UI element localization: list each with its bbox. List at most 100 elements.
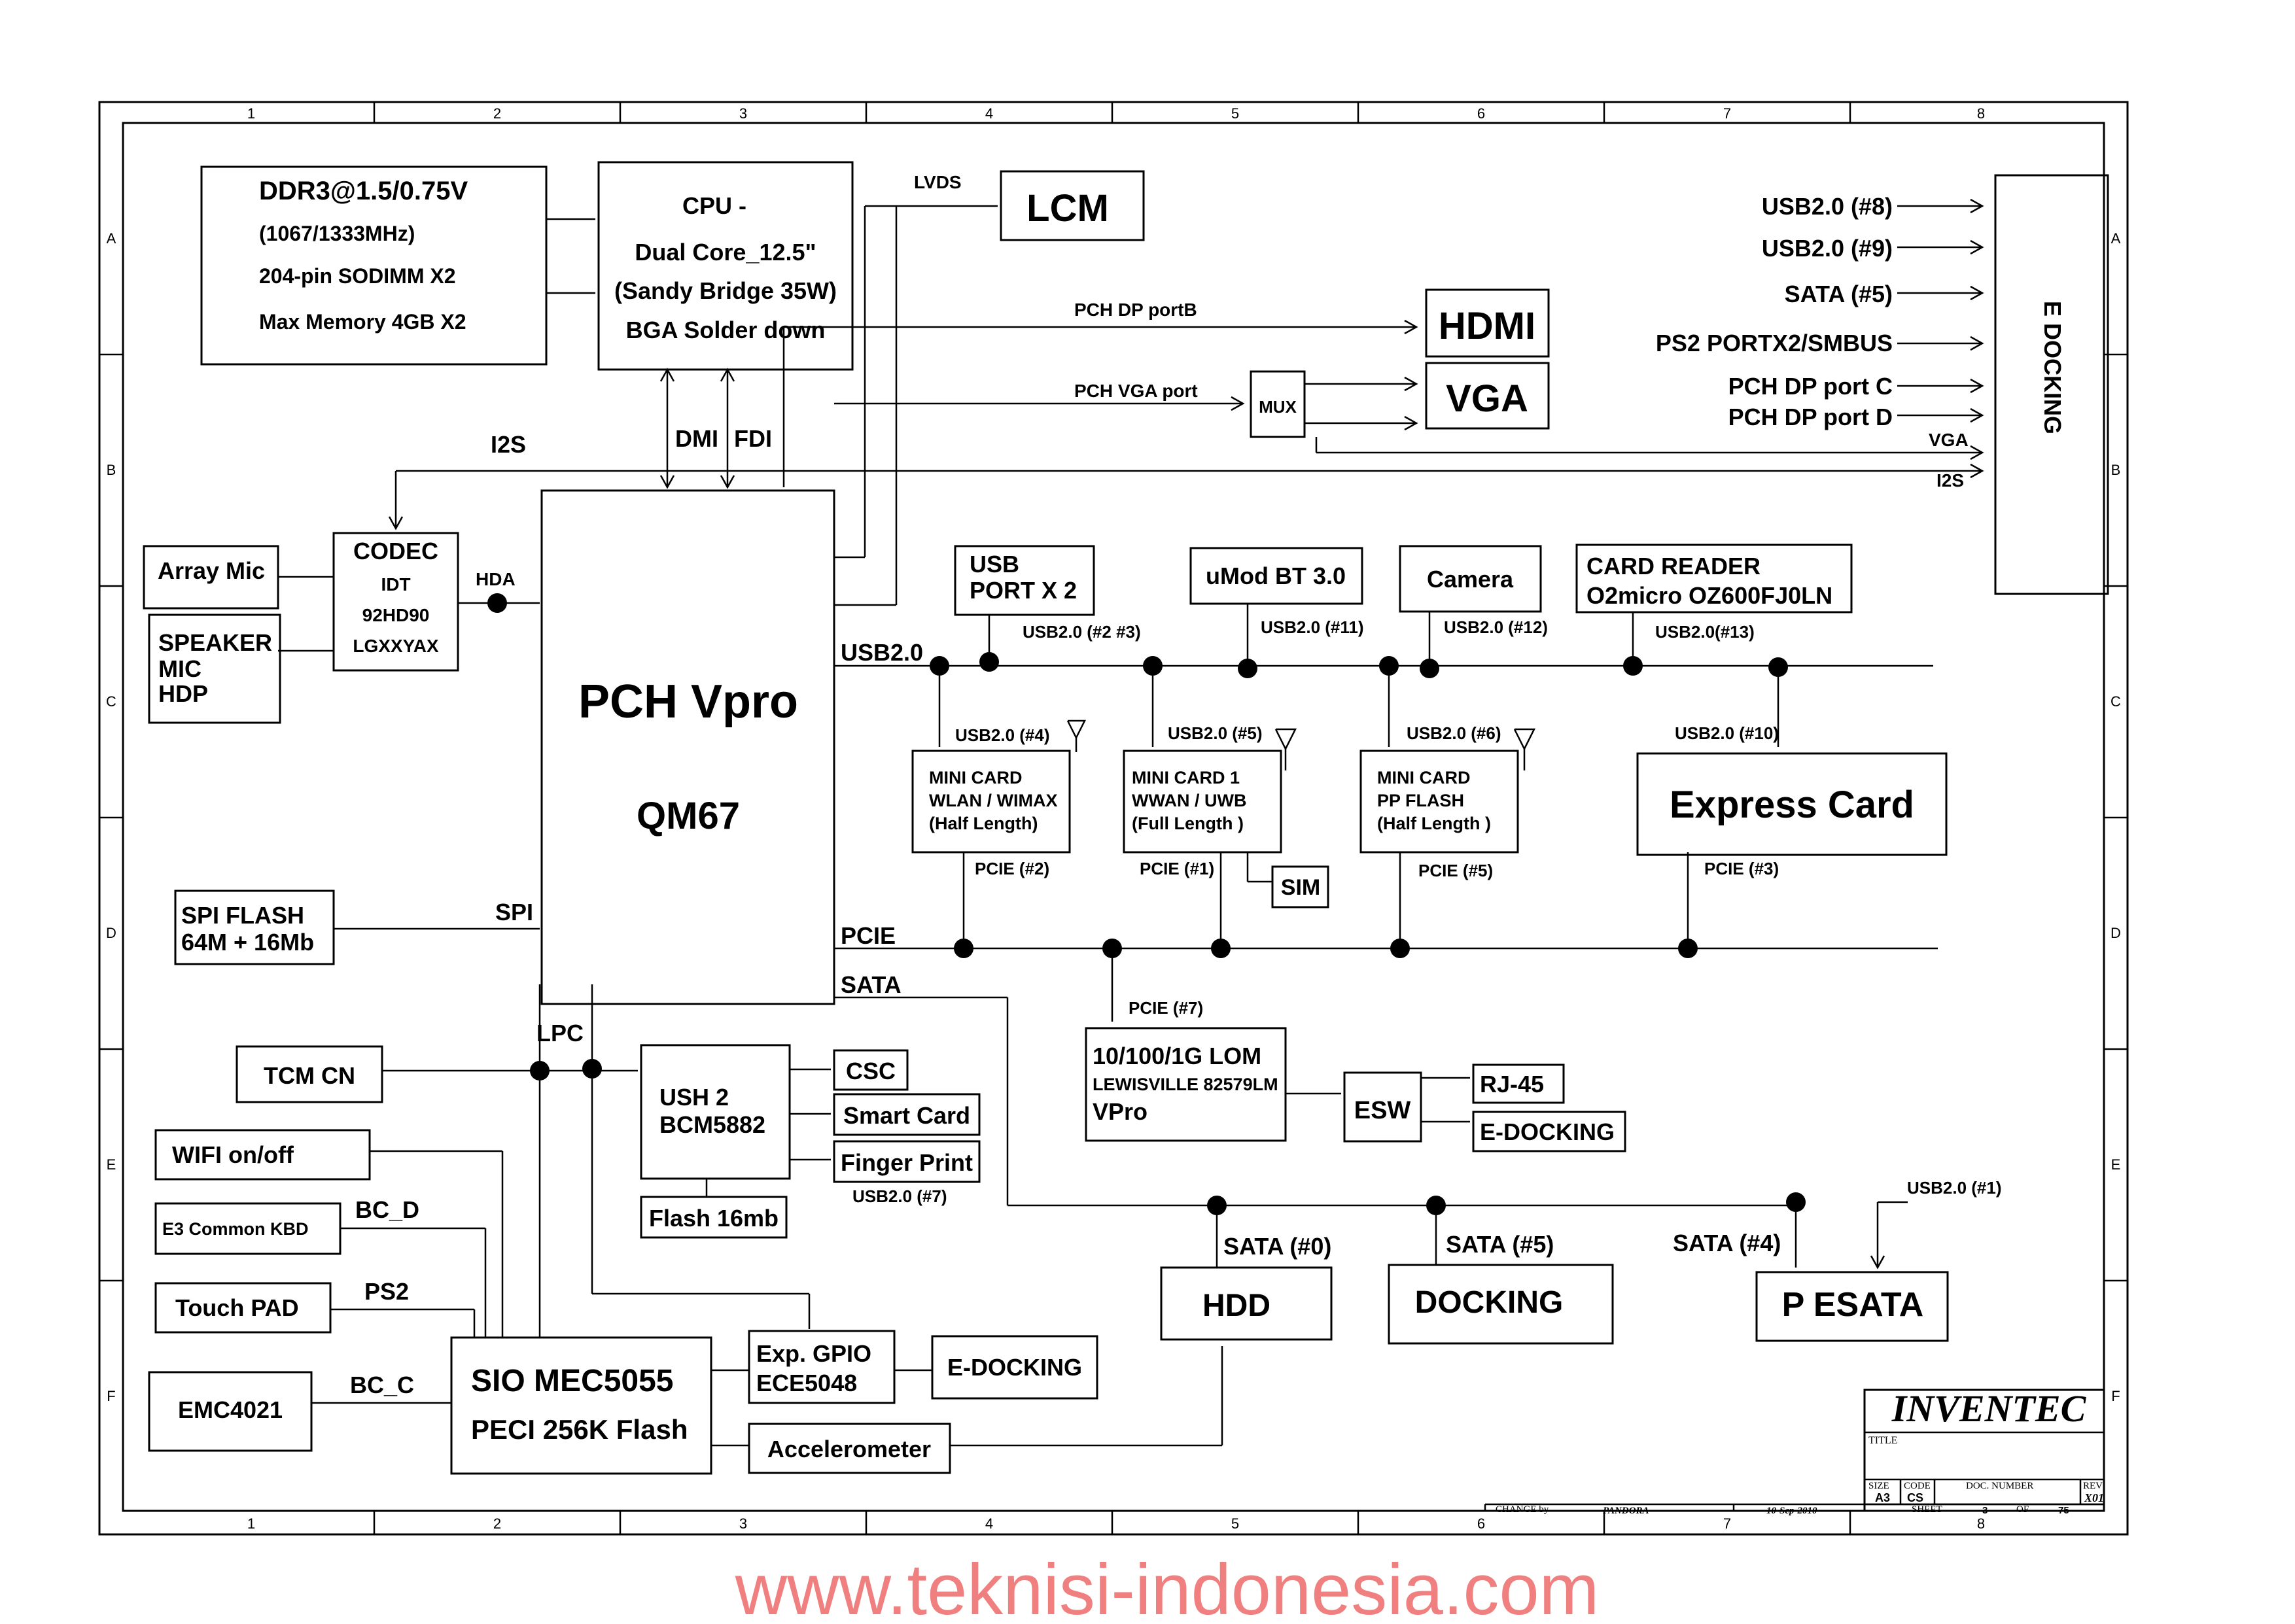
edock-arrows bbox=[1897, 198, 1984, 423]
edock-signal: USB2.0 (#9) bbox=[1762, 235, 1893, 262]
col-label: 1 bbox=[247, 1515, 255, 1532]
edock-title: E DOCKING bbox=[2039, 301, 2066, 434]
ddr-line2: (1067/1333MHz) bbox=[259, 222, 415, 245]
row-label: D bbox=[2111, 925, 2121, 941]
esw-label: ESW bbox=[1354, 1097, 1411, 1124]
bt-box: uMod BT 3.0 bbox=[1189, 547, 1363, 605]
e3kbd-label: E3 Common KBD bbox=[162, 1219, 309, 1239]
wlan-pcie-label: PCIE (#2) bbox=[975, 859, 1049, 878]
minicard-wlan-box: MINI CARD WLAN / WIMAX (Half Length) bbox=[911, 750, 1071, 854]
pp-line3: (Half Length ) bbox=[1377, 814, 1491, 833]
col-label: 7 bbox=[1723, 105, 1731, 122]
codec-line1: IDT bbox=[381, 574, 410, 595]
watermark: www.teknisi-indonesia.com bbox=[735, 1549, 1600, 1624]
row-label: D bbox=[106, 925, 116, 941]
pesata-sata-label: SATA (#4) bbox=[1673, 1230, 1781, 1256]
row-label: B bbox=[107, 462, 116, 478]
cpu-line1: CPU - bbox=[682, 192, 746, 219]
ush-line1: USH 2 bbox=[659, 1084, 729, 1111]
ush-box: USH 2 BCM5882 bbox=[640, 1044, 791, 1180]
wwan-line2: WWAN / UWB bbox=[1132, 791, 1246, 810]
pch-name: PCH Vpro bbox=[578, 676, 798, 728]
bt-label: uMod BT 3.0 bbox=[1206, 562, 1346, 589]
emc-label: EMC4021 bbox=[178, 1396, 283, 1423]
bc-d-label: BC_D bbox=[355, 1196, 419, 1223]
col-label: 8 bbox=[1977, 1515, 1985, 1532]
minicard-pp-box: MINI CARD PP FLASH (Half Length ) bbox=[1359, 750, 1519, 854]
docking-sata-label: SATA (#5) bbox=[1446, 1231, 1554, 1258]
edock-panel: E DOCKING USB2.0 (#8) USB2.0 (#9) SATA (… bbox=[1656, 174, 2109, 595]
spi-flash-box: SPI FLASH 64M + 16Mb bbox=[174, 890, 335, 965]
minicard-wwan-box: MINI CARD 1 WWAN / UWB (Full Length ) bbox=[1123, 750, 1282, 854]
company-name: INVENTEC bbox=[1891, 1387, 2087, 1430]
edocking-gpio-label: E-DOCKING bbox=[947, 1354, 1082, 1381]
col-label: 3 bbox=[739, 1515, 747, 1532]
pch-vga-port-label: PCH VGA port bbox=[1074, 381, 1198, 401]
change-by: PANDORA bbox=[1603, 1506, 1649, 1516]
cpu-line2: Dual Core_12.5" bbox=[635, 239, 816, 266]
change-label: CHANGE by bbox=[1496, 1504, 1549, 1515]
usb-port-box: USB PORT X 2 bbox=[954, 545, 1095, 616]
wwan-line1: MINI CARD 1 bbox=[1132, 768, 1240, 787]
title-label: TITLE bbox=[1868, 1435, 1897, 1446]
sim-label: SIM bbox=[1281, 875, 1320, 900]
antenna-icon bbox=[1066, 719, 1536, 770]
express-pcie-label: PCIE (#3) bbox=[1704, 859, 1779, 878]
express-card-box: Express Card bbox=[1636, 752, 1948, 856]
lom-line2: LEWISVILLE 82579LM bbox=[1093, 1075, 1278, 1094]
edock-signal: PCH DP port C bbox=[1728, 373, 1893, 400]
pp-line1: MINI CARD bbox=[1377, 768, 1471, 787]
vga-box: VGA bbox=[1425, 362, 1550, 430]
fdi-label: FDI bbox=[734, 425, 772, 452]
card-reader-bus-label: USB2.0(#13) bbox=[1655, 622, 1755, 642]
card-reader-box: CARD READER O2micro OZ600FJ0LN bbox=[1575, 544, 1853, 613]
edock-signal: PS2 PORTX2/SMBUS bbox=[1656, 330, 1893, 356]
sio-box: SIO MEC5055 PECI 256K Flash bbox=[450, 1336, 712, 1475]
sata-bus-label: SATA bbox=[841, 971, 902, 998]
usb-port-line2: PORT X 2 bbox=[970, 577, 1077, 604]
card-reader-line1: CARD READER bbox=[1586, 553, 1761, 579]
codec-line2: 92HD90 bbox=[362, 605, 430, 625]
e3kbd-box: E3 Common KBD bbox=[154, 1202, 342, 1255]
ddr-line4: Max Memory 4GB X2 bbox=[259, 310, 466, 334]
accel-label: Accelerometer bbox=[767, 1436, 931, 1462]
tcm-box: TCM CN bbox=[236, 1045, 383, 1103]
code-label: CODE bbox=[1904, 1481, 1931, 1491]
pcie-bus-label: PCIE bbox=[841, 922, 896, 949]
camera-bus-label: USB2.0 (#12) bbox=[1444, 617, 1548, 637]
express-usb-label: USB2.0 (#10) bbox=[1675, 723, 1779, 743]
emc-box: EMC4021 bbox=[148, 1371, 313, 1452]
camera-label: Camera bbox=[1427, 566, 1514, 593]
lpc-label: LPC bbox=[536, 1020, 584, 1046]
wifi-label: WIFI on/off bbox=[172, 1141, 294, 1168]
sheet-label: SHEET bbox=[1912, 1504, 1942, 1515]
col-label: 5 bbox=[1231, 105, 1239, 122]
pesata-box: P ESATA bbox=[1755, 1271, 1949, 1342]
size-label: SIZE bbox=[1868, 1481, 1889, 1491]
pp-pcie-label: PCIE (#5) bbox=[1418, 861, 1493, 880]
lcm-box: LCM bbox=[1000, 170, 1145, 241]
col-label: 2 bbox=[493, 1515, 501, 1532]
edocking-lan-box: E-DOCKING bbox=[1472, 1111, 1626, 1152]
of-value: 75 bbox=[2058, 1505, 2069, 1516]
col-label: 2 bbox=[493, 105, 501, 122]
csc-box: CSC bbox=[833, 1049, 909, 1091]
usb-port-bus-label: USB2.0 (#2 #3) bbox=[1023, 622, 1141, 642]
flash16-label: Flash 16mb bbox=[649, 1205, 779, 1232]
col-label: 8 bbox=[1977, 105, 1985, 122]
i2s-label: I2S bbox=[491, 431, 526, 458]
hdd-sata-label: SATA (#0) bbox=[1223, 1233, 1331, 1260]
wwan-pcie-label: PCIE (#1) bbox=[1140, 859, 1214, 878]
spi-flash-line1: SPI FLASH bbox=[181, 902, 304, 929]
row-label: B bbox=[2111, 462, 2121, 478]
lvds-label: LVDS bbox=[914, 172, 962, 192]
expgpio-box: Exp. GPIO ECE5048 bbox=[748, 1330, 896, 1404]
pp-line2: PP FLASH bbox=[1377, 791, 1464, 810]
spi-label: SPI bbox=[495, 899, 533, 925]
wlan-line1: MINI CARD bbox=[929, 768, 1023, 787]
col-label: 4 bbox=[985, 105, 993, 122]
wlan-line2: WLAN / WIMAX bbox=[929, 791, 1057, 810]
of-label: OF bbox=[2016, 1504, 2029, 1515]
edocking-gpio-box: E-DOCKING bbox=[931, 1335, 1098, 1400]
